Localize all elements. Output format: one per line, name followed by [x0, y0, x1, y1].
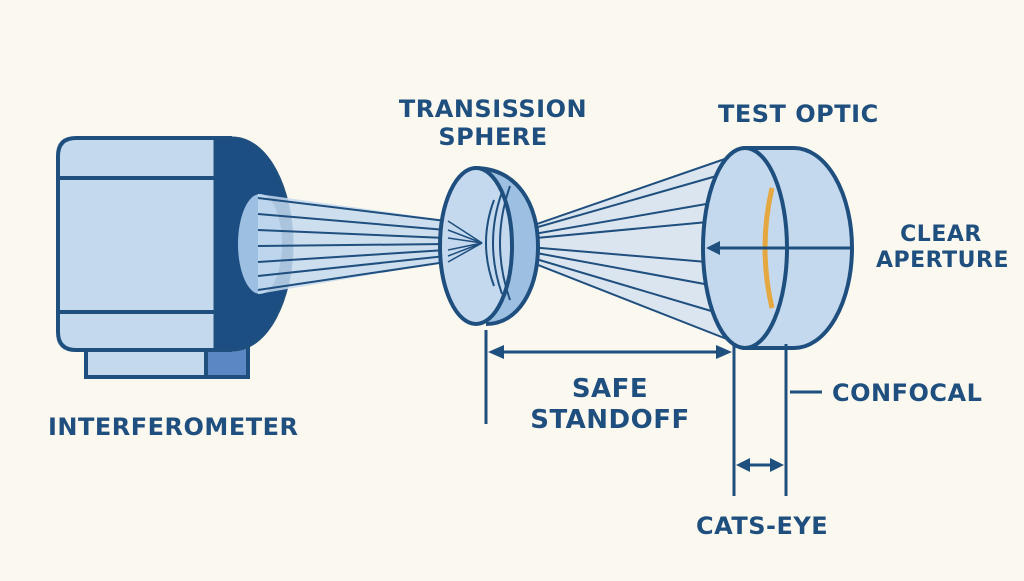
test-optic-label: TEST OPTIC — [718, 100, 879, 128]
wavefront-arc — [492, 191, 503, 295]
transmission-sphere-converging-rays — [447, 220, 483, 263]
converging-ray — [447, 242, 483, 251]
input-ray — [257, 229, 447, 239]
converging-ray — [447, 229, 483, 244]
clear-aperture-arrowhead — [706, 241, 720, 255]
interferometer — [56, 136, 294, 379]
transmission-sphere — [438, 166, 541, 326]
safe-standoff-label-line2: STANDOFF — [530, 404, 690, 435]
dimension-arrowheads — [488, 345, 784, 472]
interferometer-body — [56, 136, 232, 352]
input-ray — [257, 243, 447, 247]
confocal-label: CONFOCAL — [832, 379, 983, 407]
transmission-sphere-label-line2: SPHERE — [438, 123, 548, 152]
transmission-sphere-label: TRANSISSION SPHERE — [388, 95, 598, 152]
wavefront-arc — [499, 185, 511, 301]
input-ray — [257, 213, 447, 231]
clear-aperture-label-line2: APERTURE — [876, 247, 1009, 273]
transmission-sphere-wavefronts — [485, 185, 511, 301]
safe-standoff-label: SAFE STANDOFF — [520, 374, 700, 435]
wavefront-arc — [485, 199, 495, 287]
transmission-sphere-label-line1: TRANSISSION — [398, 95, 588, 123]
input-ray — [257, 197, 447, 222]
cats-eye-arrow-left — [736, 458, 750, 472]
converging-ray — [447, 220, 483, 244]
input-ray — [257, 261, 447, 291]
input-beam-rays — [257, 197, 447, 291]
cats-eye-arrow-right — [770, 458, 784, 472]
test-optic — [701, 146, 854, 350]
cats-eye-label: CATS-EYE — [696, 512, 829, 540]
input-beam — [257, 194, 447, 294]
input-ray — [257, 249, 447, 263]
converging-ray — [447, 242, 483, 257]
clear-aperture-label: CLEAR APERTURE — [876, 222, 1009, 274]
input-ray — [257, 255, 447, 277]
converging-ray — [447, 237, 483, 244]
standoff-arrow-left — [488, 345, 504, 359]
converging-ray — [447, 242, 483, 263]
output-cone-fill — [482, 152, 745, 345]
interferometer-label: INTERFEROMETER — [48, 413, 299, 441]
clear-aperture-label-line1: CLEAR — [900, 222, 982, 247]
safe-standoff-label-line1: SAFE — [571, 374, 649, 404]
standoff-arrow-right — [716, 345, 732, 359]
